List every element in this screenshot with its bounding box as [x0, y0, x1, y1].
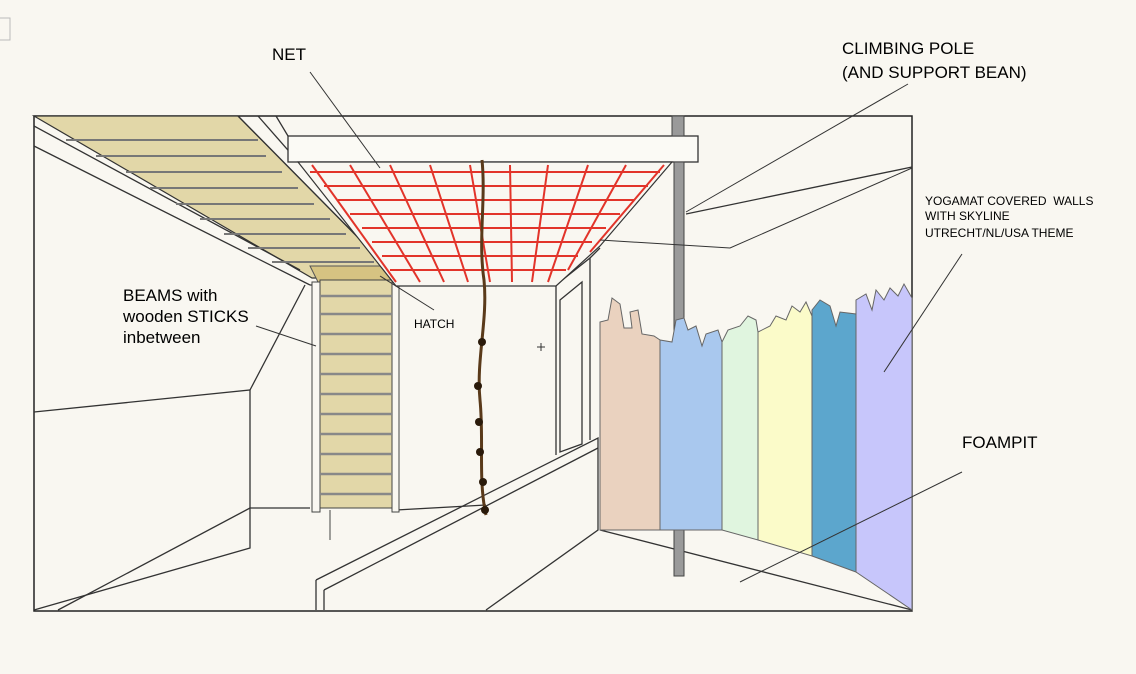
yogamat-panels [599, 282, 913, 611]
panel-blue [659, 317, 723, 531]
label-beams-line3: inbetween [123, 328, 201, 347]
net-support-beam [287, 135, 699, 163]
label-yogamat-line1: YOGAMAT COVERED WALLS [925, 194, 1093, 208]
label-hatch: HATCH [414, 317, 454, 331]
label-foampit: FOAMPIT [962, 433, 1038, 452]
label-yogamat-line3: UTRECHT/NL/USA THEME [925, 226, 1073, 240]
leader-lines [255, 71, 963, 583]
panel-teal [811, 299, 857, 573]
crosshair-marker [537, 343, 545, 351]
corner-mark [0, 17, 11, 41]
label-beams-line1: BEAMS with [123, 286, 217, 305]
net [296, 161, 674, 287]
label-yogamat-line2: WITH SKYLINE [925, 209, 1010, 223]
climbing-rope [474, 159, 489, 516]
panel-peach [599, 297, 661, 531]
panel-yellow [757, 300, 813, 557]
label-net: NET [272, 45, 306, 64]
right-wall-lines [599, 166, 913, 611]
label-beams-line2: wooden STICKS [122, 307, 249, 326]
foampit-ledge [315, 436, 599, 611]
wall-ladder [311, 279, 400, 540]
panel-lavender [855, 282, 913, 611]
panel-mint [721, 315, 759, 541]
label-climbing-pole: CLIMBING POLE [842, 39, 974, 58]
label-support-bean: (AND SUPPORT BEAN) [842, 63, 1027, 82]
